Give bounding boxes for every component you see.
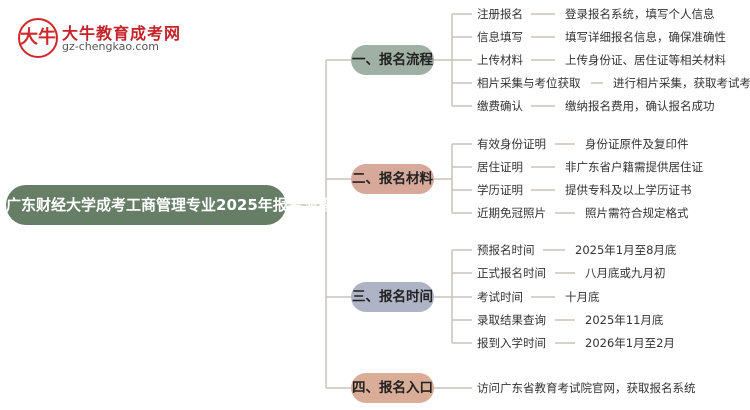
section-node-process: 一、报名流程 xyxy=(351,45,434,75)
item-desc: 填写详细报名信息，确保准确性 xyxy=(565,30,726,44)
item-desc: 身份证原件及复印件 xyxy=(585,137,689,151)
section-node-time: 三、报名时间 xyxy=(351,282,434,312)
item-label: 居住证明 xyxy=(477,160,523,174)
item-label: 正式报名时间 xyxy=(477,266,546,280)
item-desc: 八月底或九月初 xyxy=(585,266,666,280)
logo-title: 大牛教育成考网 xyxy=(62,24,182,43)
item-desc: 登录报名系统，填写个人信息 xyxy=(565,7,715,21)
item-label: 报到入学时间 xyxy=(477,336,546,350)
section-node-materials: 二、报名材料 xyxy=(351,164,434,194)
logo-url: gz-chengkao.com xyxy=(62,40,159,53)
item-desc: 十月底 xyxy=(565,290,600,304)
item-label: 相片采集与考位获取 xyxy=(477,76,581,90)
item-label: 录取结果查询 xyxy=(477,313,546,327)
item-label: 近期免冠照片 xyxy=(477,206,546,220)
item-label: 上传材料 xyxy=(477,53,523,67)
item-desc: 非广东省户籍需提供居住证 xyxy=(565,160,703,174)
item-label: 注册报名 xyxy=(477,7,523,21)
item-label: 信息填写 xyxy=(477,30,523,44)
item-desc: 照片需符合规定格式 xyxy=(585,206,689,220)
item-desc: 上传身份证、居住证等相关材料 xyxy=(565,53,726,67)
item-desc: 访问广东省教育考试院官网，获取报名系统 xyxy=(477,381,696,395)
section-node-entry: 四、报名入口 xyxy=(351,373,434,403)
item-desc: 2025年11月底 xyxy=(585,313,664,327)
item-label: 有效身份证明 xyxy=(477,137,546,151)
item-label: 学历证明 xyxy=(477,183,523,197)
item-label: 预报名时间 xyxy=(477,243,535,257)
item-label: 缴费确认 xyxy=(477,99,523,113)
item-label: 考试时间 xyxy=(477,290,523,304)
root-node: 广东财经大学成考工商管理专业2025年报名流程 xyxy=(6,185,333,225)
item-desc: 缴纳报名费用，确认报名成功 xyxy=(565,99,715,113)
logo-mark-icon: 大牛 xyxy=(18,18,58,58)
item-desc: 进行相片采集，获取考试考位 xyxy=(613,76,750,90)
item-desc: 2026年1月至2月 xyxy=(585,336,675,350)
site-logo: 大牛 大牛教育成考网 gz-chengkao.com xyxy=(18,18,180,58)
item-desc: 提供专科及以上学历证书 xyxy=(565,183,692,197)
item-desc: 2025年1月至8月底 xyxy=(575,243,677,257)
